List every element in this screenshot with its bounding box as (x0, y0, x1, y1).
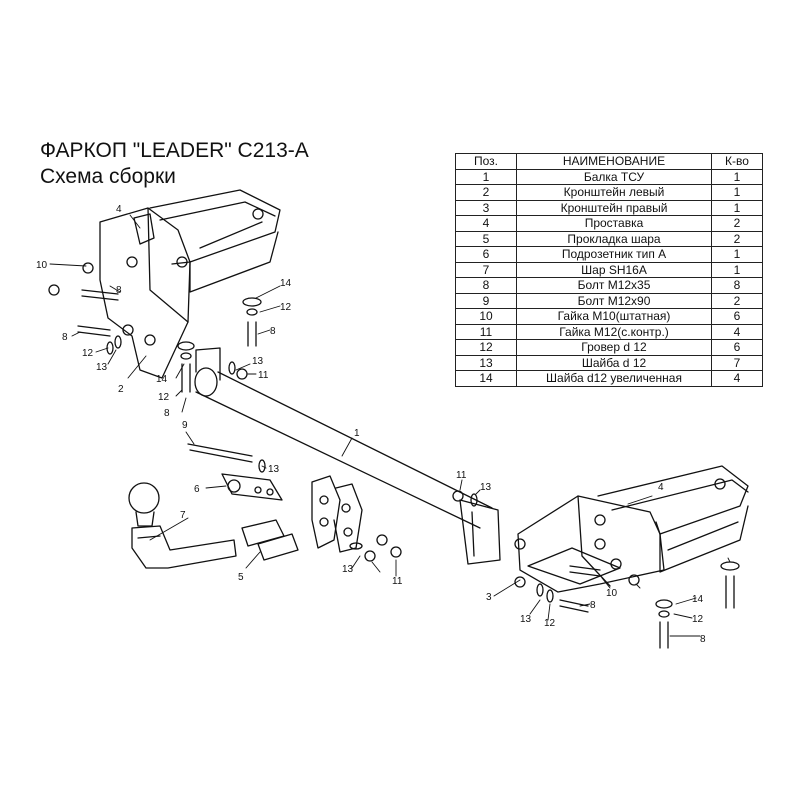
callout-8-left-2: 8 (62, 332, 68, 343)
diagram-title: ФАРКОП "LEADER" C213-A (40, 139, 309, 162)
callout-8-top: 8 (270, 326, 276, 337)
callout-8-left-1: 8 (116, 285, 122, 296)
callout-6: 6 (194, 484, 200, 495)
callout-4-left: 4 (116, 204, 122, 215)
callout-12-right: 12 (544, 618, 556, 629)
fasteners-drawing (48, 262, 740, 649)
callout-11-mid-1: 11 (456, 470, 467, 481)
callout-13-left: 13 (96, 362, 108, 373)
callout-13-right: 13 (520, 614, 532, 625)
callout-labels: 4 10 8 8 12 13 2 14 12 8 14 12 8 13 11 9… (36, 204, 706, 645)
cell-pos: 14 (455, 370, 517, 387)
diagram-subtitle: Схема сборки (40, 165, 176, 188)
callout-12-far-right: 12 (692, 614, 704, 625)
callout-9: 9 (182, 420, 188, 431)
title-block: ФАРКОП "LEADER" C213-A Схема сборки (40, 138, 309, 190)
callout-14-right: 14 (692, 594, 704, 605)
callout-8-far-right: 8 (700, 634, 706, 645)
callout-13-low: 13 (342, 564, 354, 575)
callout-11-top: 11 (258, 370, 269, 381)
callout-1: 1 (354, 428, 360, 439)
callout-11-low: 11 (392, 576, 403, 587)
callout-13-mid: 13 (268, 464, 280, 475)
callout-7: 7 (180, 510, 186, 521)
cell-pos: 12 (455, 339, 517, 356)
callout-8-right: 8 (590, 600, 596, 611)
socket-holder-drawing (221, 473, 283, 501)
cell-name: Болт М12х35 (516, 277, 712, 294)
cell-name: Шайба d12 увеличенная (516, 370, 712, 387)
header-name: НАИМЕНОВАНИЕ (516, 153, 712, 170)
cell-name: Гровер d 12 (516, 339, 712, 356)
callout-8-mid: 8 (164, 408, 170, 419)
callout-12-left: 12 (82, 348, 94, 359)
ball-plates-drawing (241, 475, 363, 561)
callout-12-mid: 12 (158, 392, 170, 403)
callout-14-top: 14 (280, 278, 292, 289)
right-bracket-drawing (514, 465, 749, 593)
leader-lines (49, 214, 731, 637)
callout-13-mid-2: 13 (480, 482, 492, 493)
callout-14-mid: 14 (156, 374, 168, 385)
callout-3: 3 (486, 592, 492, 603)
towbar-beam-drawing (194, 347, 501, 565)
cell-name: Кронштейн правый (516, 199, 712, 216)
cell-qty: 4 (711, 370, 763, 387)
cell-name: Шар SH16A (516, 261, 712, 278)
callout-13-top: 13 (252, 356, 264, 367)
callout-12-top: 12 (280, 302, 292, 313)
callout-10-left: 10 (36, 260, 48, 271)
callout-10-right: 10 (606, 588, 618, 599)
left-bracket-drawing (99, 189, 281, 379)
callout-5: 5 (238, 572, 244, 583)
tow-ball-drawing (128, 482, 237, 569)
callout-2: 2 (118, 384, 124, 395)
callout-4-right: 4 (658, 482, 664, 493)
